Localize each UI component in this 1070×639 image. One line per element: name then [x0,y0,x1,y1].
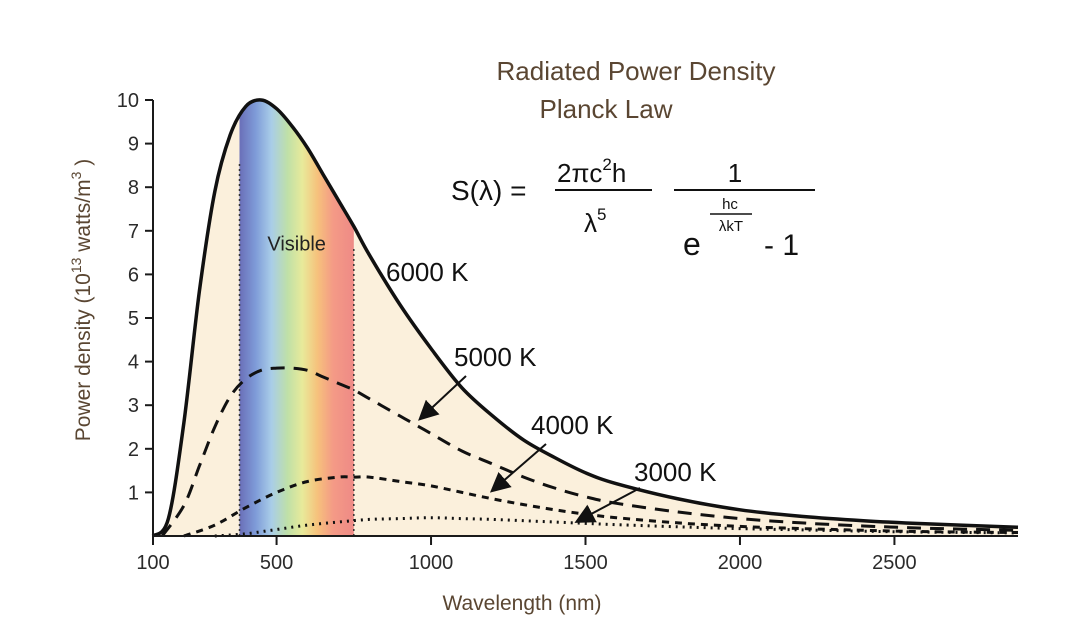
formula-num1-a: 2πc [557,158,602,188]
area-under-6000k [153,99,1018,536]
x-tick-label: 1500 [563,552,608,574]
y-label-mid: watts/m [72,179,95,257]
x-tick-label: 1000 [409,552,454,574]
x-tick-label: 2500 [872,552,917,574]
y-tick-label: 6 [128,264,139,286]
visible-spectrum-band [239,99,354,536]
formula-den1-exp: 5 [597,205,606,224]
x-tick-label: 2000 [718,552,763,574]
formula-den2-tail: - 1 [764,229,799,262]
planck-formula: S(λ) = 2πc2h λ5 1 e hc λkT - 1 [451,155,815,262]
x-ticks: 100 500 1000 1500 2000 2500 [136,536,917,574]
formula-den2-base: e [683,226,701,262]
y-tick-label: 1 [128,482,139,504]
series-3000k-line [214,516,1019,538]
y-ticks: 1 2 3 4 5 6 7 8 9 10 [117,90,153,504]
formula-num1-b: h [612,158,626,188]
y-tick-label: 2 [128,439,139,461]
arrow-3000k [574,487,641,523]
arrow-5000k [418,375,467,421]
series-5000k-line [161,366,1019,537]
chart-title: Radiated Power Density [497,56,776,86]
label-6000k: 6000 K [386,257,469,287]
y-tick-label: 10 [117,90,139,112]
x-tick-label: 500 [260,552,293,574]
label-3000k: 3000 K [634,457,717,487]
chart-subtitle: Planck Law [540,94,673,124]
y-label-prefix: Power density (10 [72,273,95,441]
formula-lhs: S(λ) = [451,175,526,206]
arrow-4000k [489,443,547,493]
formula-num1: 2πc2h [557,155,626,188]
series-4000k-line [183,475,1019,538]
y-axis-label: Power density (1013 watts/m3 ) [68,159,95,441]
y-tick-label: 4 [128,352,139,374]
y-tick-label: 9 [128,134,139,156]
y-tick-label: 5 [128,308,139,330]
x-tick-label: 100 [136,552,169,574]
formula-num1-exp: 2 [602,155,611,174]
formula-num2: 1 [728,158,742,188]
formula-exp-num: hc [722,196,738,213]
label-4000k: 4000 K [531,410,614,440]
y-tick-label: 3 [128,395,139,417]
visible-band-label: Visible [267,233,326,255]
y-label-suffix: ) [72,159,95,172]
series-6000k-line [151,98,1019,538]
label-5000k: 5000 K [454,342,537,372]
y-label-exp2: 3 [68,171,84,179]
y-tick-label: 8 [128,177,139,199]
formula-den1-base: λ [584,208,597,238]
formula-den1: λ5 [584,205,606,238]
y-tick-label: 7 [128,221,139,243]
y-label-exp1: 13 [68,257,84,273]
formula-exp-den: λkT [719,218,743,235]
x-axis-label: Wavelength (nm) [442,592,601,615]
